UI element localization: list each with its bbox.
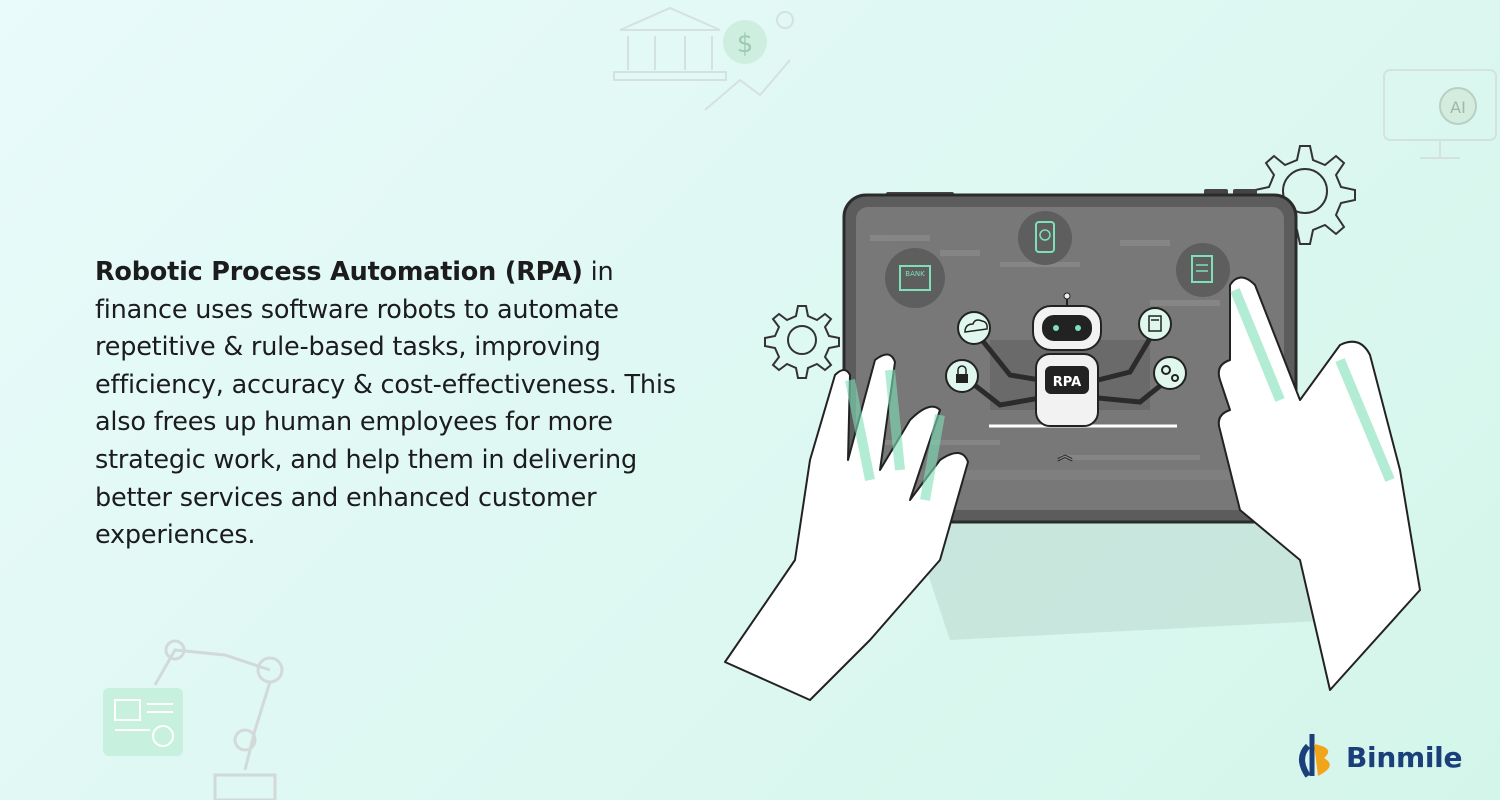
- rpa-heading: Robotic Process Automation (RPA): [95, 257, 583, 287]
- document-icon: [1176, 243, 1230, 297]
- rpa-body: in finance uses software robots to autom…: [95, 257, 676, 551]
- rpa-tablet-illustration: ︽ BANK RPA: [724, 145, 1421, 701]
- brand-logo: Binmile: [1294, 732, 1462, 782]
- right-hand: [1217, 276, 1421, 691]
- dollar-icon: $: [737, 29, 754, 59]
- bank-finance-decoration: $: [613, 6, 794, 111]
- gears-icon: [1153, 356, 1187, 390]
- rpa-label: RPA: [1053, 375, 1081, 390]
- mobile-payment-icon: [1018, 211, 1072, 265]
- brand-name: Binmile: [1346, 740, 1463, 774]
- ai-monitor-decoration: AI: [1383, 69, 1497, 159]
- cloud-sync-icon: [957, 311, 991, 345]
- left-hand: [724, 353, 969, 701]
- chevron-up-icon: ︽: [1057, 445, 1073, 464]
- binmile-logo-icon: [1299, 734, 1330, 778]
- robot-arm-icon: [103, 639, 284, 800]
- lock-icon: [945, 359, 979, 393]
- rpa-description: Robotic Process Automation (RPA) in fina…: [95, 254, 695, 555]
- bank-icon: BANK: [885, 248, 945, 308]
- svg-text:BANK: BANK: [905, 270, 925, 278]
- rpa-robot: RPA: [961, 292, 1177, 428]
- gear-icon-left: [764, 305, 840, 379]
- calculator-icon: [1138, 307, 1172, 341]
- ai-label: AI: [1450, 98, 1466, 117]
- gear-icon: [1254, 145, 1356, 245]
